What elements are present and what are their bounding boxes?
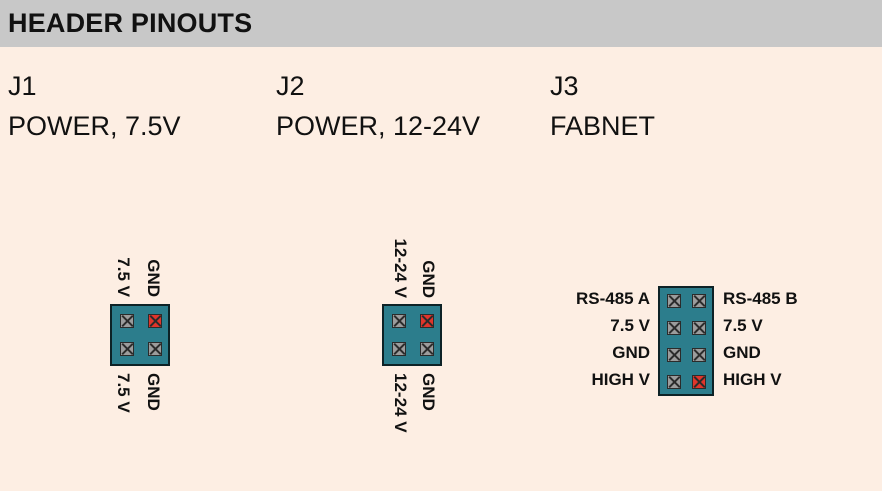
j1-label: POWER, 7.5V [8,111,181,141]
j2-pin-4 [420,342,434,356]
j3-left-label-2: 7.5 V [610,316,650,335]
j2-bottom-label-1: 12-24 V [391,373,410,433]
page-title: HEADER PINOUTS [8,8,253,38]
j3-right-label-4: HIGH V [723,370,782,389]
j3-label: FABNET [550,111,656,141]
j1-pin-4 [148,342,162,356]
j2-header-block [382,304,442,366]
j2-bottom-label-2: GND [419,373,438,411]
j3-pin-8 [692,375,706,389]
j2-pin-2 [420,314,434,328]
j3-right-label-3: GND [723,343,761,362]
j3-left-label-4: HIGH V [591,370,650,389]
j3-header-block [658,286,714,396]
j2-pin-1 [392,314,406,328]
j3-left-label-1: RS-485 A [575,289,650,308]
j3-right-label-2: 7.5 V [723,316,763,335]
j3-pin-2 [692,294,706,308]
j2-top-label-1: 12-24 V [391,238,410,298]
j1-header-block [110,304,170,366]
j2-label: POWER, 12-24V [276,111,481,141]
j1-bottom-label-2: GND [144,373,163,411]
j3-left-label-3: GND [612,343,650,362]
j1-top-label-2: GND [144,259,163,297]
j1-top-label-1: 7.5 V [114,257,133,297]
j1-pin-3 [120,342,134,356]
j3-pin-3 [667,321,681,335]
j2-top-label-2: GND [419,260,438,298]
j3-pin-5 [667,348,681,362]
j1-pin-2 [148,314,162,328]
j3-right-label-1: RS-485 B [723,289,798,308]
j1-pin-1 [120,314,134,328]
j1-bottom-label-1: 7.5 V [114,373,133,413]
j3-id: J3 [550,71,579,101]
header-bar: HEADER PINOUTS [0,0,882,47]
j3-pin-1 [667,294,681,308]
j3-pin-7 [667,375,681,389]
j2-id: J2 [276,71,305,101]
j1-id: J1 [8,71,37,101]
j3-pin-6 [692,348,706,362]
j3-pin-4 [692,321,706,335]
j2-pin-3 [392,342,406,356]
